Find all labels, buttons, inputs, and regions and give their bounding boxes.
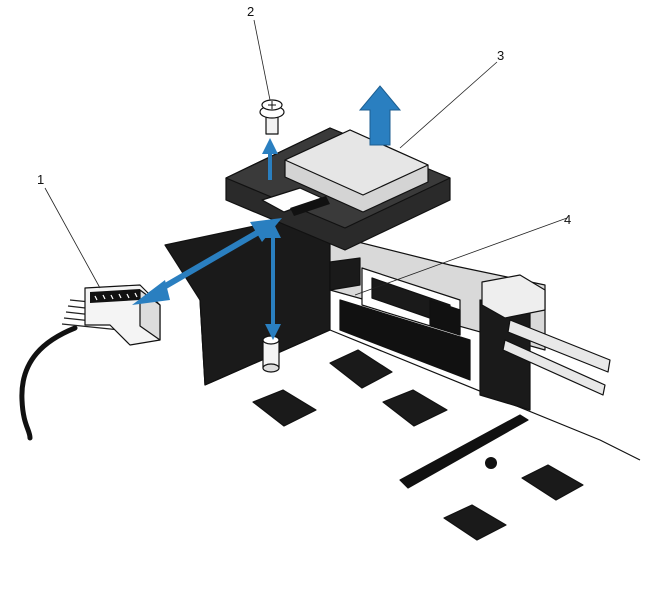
callout-3: 3 [497,48,504,63]
callout-labels: 1 2 3 4 [37,4,571,227]
screw-icon [259,99,285,135]
floor-vents [252,349,584,541]
arrow-up-icon [262,85,402,340]
standoff-icon [262,335,280,373]
callout-2: 2 [247,4,254,19]
right-pipes [481,274,611,396]
chassis [164,209,641,461]
riser-connectors [329,257,461,336]
leader-lines [44,19,568,296]
cable-connector-icon [19,284,161,441]
callout-4: 4 [564,212,571,227]
module-board [225,127,451,251]
callout-1: 1 [37,172,44,187]
